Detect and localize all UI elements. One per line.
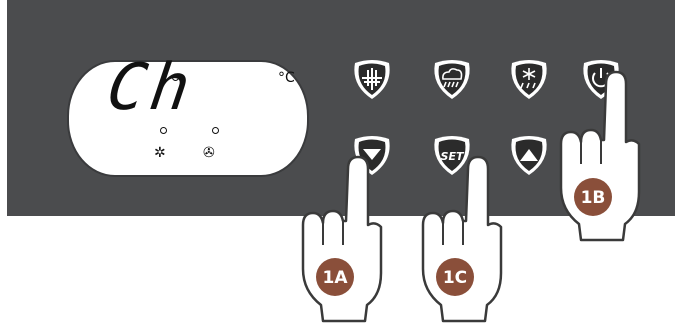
temperature-unit: °C xyxy=(278,70,295,86)
hand-pointer-1b: 1B xyxy=(551,68,647,244)
callout-1c: 1C xyxy=(443,268,467,288)
up-button[interactable] xyxy=(508,133,550,177)
callout-1a: 1A xyxy=(323,268,349,288)
fan-icon: ✇ xyxy=(203,146,215,160)
callout-1b: 1B xyxy=(581,188,606,208)
display-dot-left xyxy=(160,127,167,134)
hand-pointer-1a: 1A xyxy=(293,145,389,324)
defrost-button[interactable] xyxy=(351,57,393,101)
freeze-button[interactable] xyxy=(508,57,550,101)
humidity-button[interactable] xyxy=(431,57,473,101)
display-readout: Ch xyxy=(104,56,198,120)
display-dot-mid xyxy=(212,127,219,134)
snowflake-icon: ✲ xyxy=(154,146,166,160)
hand-pointer-1c: 1C xyxy=(413,145,509,324)
